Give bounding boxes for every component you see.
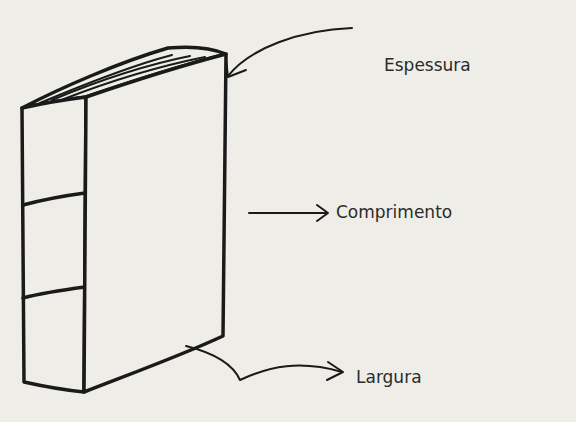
leader-arrow — [186, 346, 342, 380]
arrow-head — [327, 362, 343, 380]
leader-arrow — [249, 212, 326, 214]
leader-arrow — [228, 28, 352, 76]
dimension-label: Espessura — [384, 55, 471, 75]
spine-band — [23, 193, 85, 205]
book-cover — [84, 54, 226, 392]
book-spine — [22, 97, 86, 392]
dimension-label: Comprimento — [336, 202, 452, 222]
spine-band — [23, 287, 85, 298]
arrow-head — [226, 58, 246, 77]
arrow-head — [317, 205, 328, 221]
dimension-label: Largura — [356, 367, 422, 387]
